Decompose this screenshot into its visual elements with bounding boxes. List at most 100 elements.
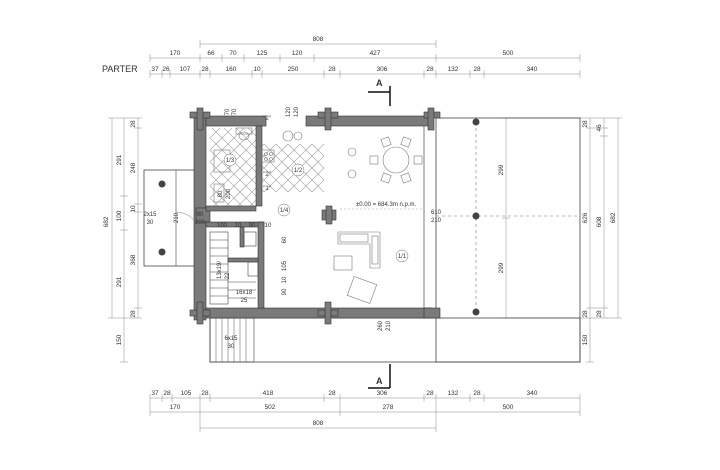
dim-label: 626 [582,212,589,223]
dim-label: 26 [162,66,170,73]
dim-label: 125 [257,50,268,57]
dim-label: 70 [229,50,237,57]
dim-label: 100 [116,210,123,221]
dim-label: 28 [426,66,434,73]
dim-label: 28 [201,390,209,397]
dim-label: 90 [282,288,288,295]
top-dim-labels: 808 170 66 70 125 120 427 500 37 26 107 … [151,36,537,73]
section-label: A [376,376,383,386]
room-number-label: 1/3 [226,158,235,164]
dim-label: 120 [294,106,300,117]
column-post [472,118,480,126]
bottom-terrace [209,317,581,363]
dim-label: 340 [527,66,538,73]
dim-label: 28 [473,390,481,397]
walls [189,107,441,325]
bathroom-tile-area [210,128,256,206]
furniture [213,127,423,304]
room-number-label: 1/2 [294,168,303,174]
dim-label: "2" [263,116,271,122]
room-number-label: 1/4 [280,208,289,214]
dim-label: 28 [130,120,137,128]
dim-label: 46 [596,124,603,132]
inner-dim-labels: 90 200 210 100 10 90 10 60 105 90 10 80 … [174,106,442,331]
dim-label: 150 [582,334,589,345]
column-post [472,212,480,220]
column-post [158,180,166,188]
dim-label: 248 [130,162,137,173]
terrace [423,117,581,363]
dim-label: 90 [197,212,204,218]
section-label: A [376,78,383,88]
dim-label: 100 [217,223,228,229]
dim-label: 210 [386,320,392,331]
dim-label: 28 [582,120,589,128]
dim-label: 808 [313,420,324,427]
dim-label: 120 [286,106,292,117]
dim-label: "1" [263,186,271,192]
bottom-dim-labels: 37 28 105 28 418 28 306 28 132 28 340 17… [151,390,537,427]
dim-label: 502 [265,404,276,411]
floor-label: PARTER [102,64,138,74]
stair-label: 16x18 [236,290,253,296]
dim-label: 28 [328,390,336,397]
dim-label: 28 [473,66,481,73]
dim-label: 28 [426,390,434,397]
dim-label: 37 [151,66,159,73]
dim-label: 10 [130,205,137,213]
dim-label: 132 [448,390,459,397]
dim-label: 368 [130,254,137,265]
dim-label: 28 [596,310,603,318]
dim-label: 306 [377,390,388,397]
dim-label: 608 [596,216,603,227]
dim-label: 150 [116,334,123,345]
right-dim-labels: 299 299 28 626 28 150 46 608 28 682 [498,120,617,345]
dim-label: 260 [378,320,384,331]
dim-label: 107 [180,66,191,73]
dim-label: 10 [235,223,242,229]
dim-label: 427 [370,50,381,57]
room-number-label: 1/1 [398,254,407,260]
left-dim-labels: 682 291 100 291 150 28 248 10 368 28 [103,120,137,345]
dim-label: 306 [377,66,388,73]
dim-label: 500 [503,404,514,411]
left-dimensions [108,117,142,363]
right-dimensions [502,117,622,363]
dim-label: 10 [265,223,272,229]
dim-label: "2" [263,172,271,178]
dim-label: 66 [207,50,215,57]
dim-label: 340 [527,390,538,397]
main-staircase [209,231,259,305]
dim-label: 10 [282,276,288,283]
dim-label: 160 [226,66,237,73]
top-dimensions [149,40,581,78]
dim-label: 132 [448,66,459,73]
dim-label: 418 [263,390,274,397]
dim-label: 28 [201,66,209,73]
dim-label: 80 [218,190,224,197]
dim-label: 60 [282,236,288,243]
stair-label: 13x19/ [217,261,223,279]
dim-label: 105 [181,390,192,397]
dim-label: 682 [610,212,617,223]
dim-label: 610 [431,210,442,216]
column-post [472,308,480,316]
dim-label: 278 [383,404,394,411]
stair-label: 22 [225,272,231,279]
dim-label: 808 [313,36,324,43]
dim-label: 291 [116,276,123,287]
dim-label: 28 [163,390,171,397]
dim-label: 28 [130,310,137,318]
dim-label: 200 [195,220,206,226]
dim-label: 210 [431,218,442,224]
column-post [158,248,166,256]
dim-label: 28 [328,66,336,73]
stair-label: 6x15 [224,336,238,342]
level-note: ±0.00 = 684.3m n.p.m. [356,202,416,208]
dim-label: 291 [116,154,123,165]
dim-label: 170 [170,50,181,57]
dim-label: 200 [226,188,232,199]
dim-label: 500 [503,50,514,57]
stair-label: 30 [228,344,235,350]
